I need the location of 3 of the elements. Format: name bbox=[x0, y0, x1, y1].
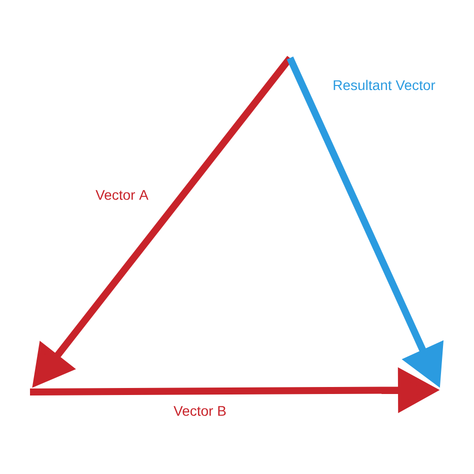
vector-label: Vector A bbox=[96, 190, 148, 200]
vector-label: Vector B bbox=[174, 406, 226, 416]
vector-label: Resultant Vector bbox=[334, 80, 436, 90]
